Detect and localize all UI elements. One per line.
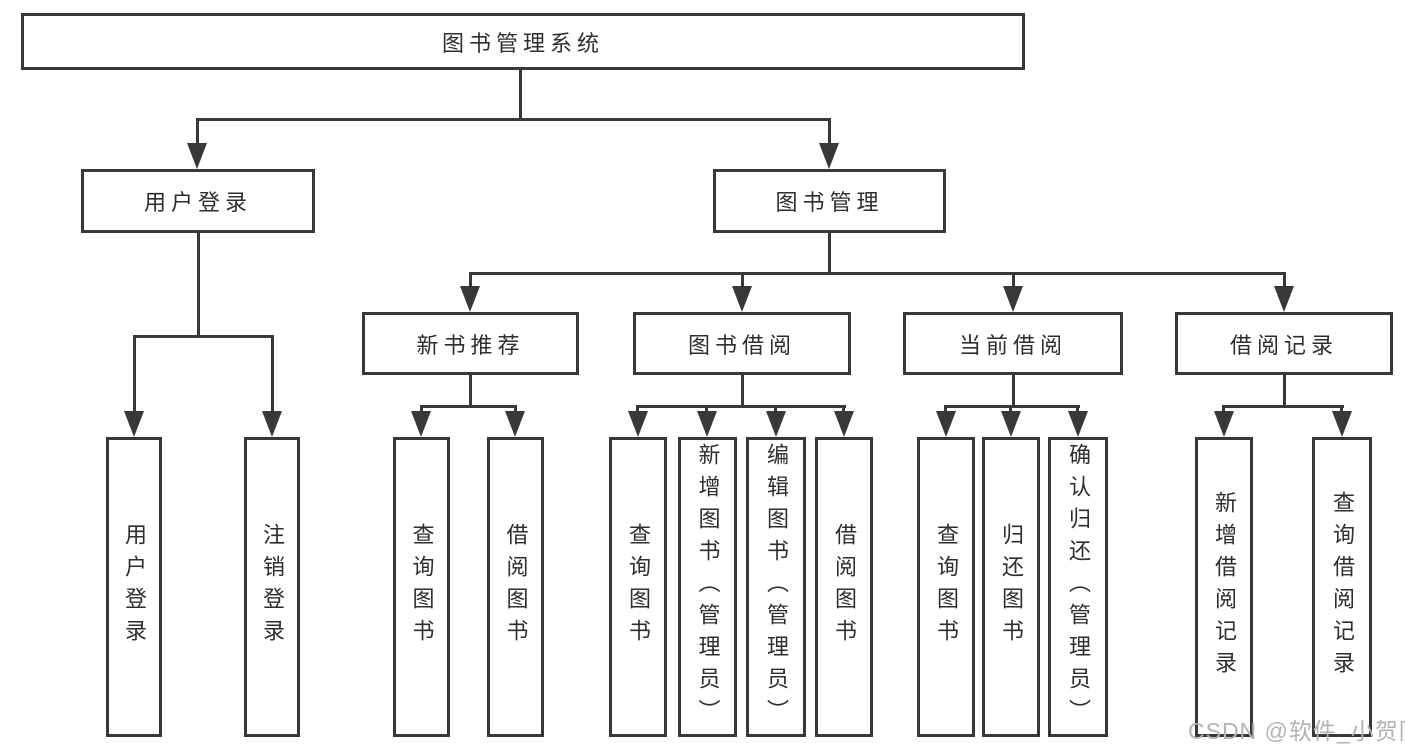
- arrow-down-icon: [819, 143, 839, 169]
- leaf-borrowing-edit-books-admin: 编辑图书（管理员）: [746, 437, 806, 737]
- connector: [828, 118, 831, 146]
- connector: [133, 335, 136, 413]
- leaf-current-query-books: 查询图书: [917, 437, 975, 737]
- connector: [741, 272, 744, 290]
- connector: [1223, 405, 1344, 408]
- arrow-down-icon: [834, 411, 854, 437]
- leaf-recommend-query-books: 查询图书: [393, 437, 450, 737]
- connector: [271, 335, 274, 413]
- connector: [774, 405, 777, 414]
- arrow-down-icon: [460, 286, 480, 312]
- leaf-records-query-record: 查询借阅记录: [1312, 437, 1372, 737]
- arrow-down-icon: [124, 411, 144, 437]
- connector: [1076, 405, 1079, 414]
- node-borrowing-records: 借阅记录: [1175, 312, 1393, 375]
- arrow-down-icon: [1332, 411, 1352, 437]
- arrow-down-icon: [1001, 411, 1021, 437]
- connector: [420, 405, 517, 408]
- connector: [1222, 405, 1225, 414]
- arrow-down-icon: [411, 411, 431, 437]
- arrow-down-icon: [628, 411, 648, 437]
- leaf-borrowing-borrow-books: 借阅图书: [815, 437, 873, 737]
- node-library-management-system: 图书管理系统: [21, 13, 1025, 70]
- leaf-records-add-record: 新增借阅记录: [1195, 437, 1253, 737]
- connector: [637, 405, 846, 408]
- connector: [828, 232, 831, 272]
- arrow-down-icon: [1274, 286, 1294, 312]
- node-book-management: 图书管理: [713, 169, 946, 233]
- node-user-login: 用户登录: [81, 169, 315, 233]
- connector: [1012, 272, 1015, 290]
- connector: [469, 272, 1286, 275]
- node-new-book-recommend: 新书推荐: [362, 312, 579, 375]
- arrow-down-icon: [187, 143, 207, 169]
- leaf-recommend-borrow-books: 借阅图书: [487, 437, 544, 737]
- connector: [196, 118, 199, 146]
- connector: [197, 232, 200, 335]
- arrow-down-icon: [1068, 411, 1088, 437]
- arrow-down-icon: [766, 411, 786, 437]
- connector: [1340, 405, 1343, 414]
- arrow-down-icon: [262, 411, 282, 437]
- arrow-down-icon: [732, 286, 752, 312]
- connector: [944, 405, 947, 414]
- connector: [1012, 375, 1015, 408]
- connector: [842, 405, 845, 414]
- connector: [469, 272, 472, 290]
- arrow-down-icon: [1214, 411, 1234, 437]
- connector: [514, 405, 517, 414]
- connector: [705, 405, 708, 414]
- connector: [196, 118, 831, 121]
- connector: [741, 375, 744, 408]
- node-book-borrowing: 图书借阅: [633, 312, 851, 375]
- connector: [133, 335, 274, 338]
- arrow-down-icon: [505, 411, 525, 437]
- connector: [1283, 375, 1286, 408]
- connector: [420, 405, 423, 414]
- leaf-user-login: 用户登录: [106, 437, 162, 737]
- connector: [636, 405, 639, 414]
- leaf-borrowing-query-books: 查询图书: [609, 437, 667, 737]
- arrow-down-icon: [1003, 286, 1023, 312]
- leaf-logout: 注销登录: [244, 437, 300, 737]
- connector: [469, 375, 472, 408]
- connector: [945, 405, 1080, 408]
- connector: [1283, 272, 1286, 290]
- node-current-borrowing: 当前借阅: [903, 312, 1123, 375]
- connector: [519, 70, 522, 118]
- connector: [1009, 405, 1012, 414]
- leaf-current-confirm-return-admin: 确认归还（管理员）: [1048, 437, 1108, 737]
- arrow-down-icon: [697, 411, 717, 437]
- watermark: CSDN @软件_小贺同学: [1188, 718, 1405, 744]
- leaf-borrowing-add-books-admin: 新增图书（管理员）: [678, 437, 737, 737]
- leaf-current-return-books: 归还图书: [982, 437, 1040, 737]
- arrow-down-icon: [936, 411, 956, 437]
